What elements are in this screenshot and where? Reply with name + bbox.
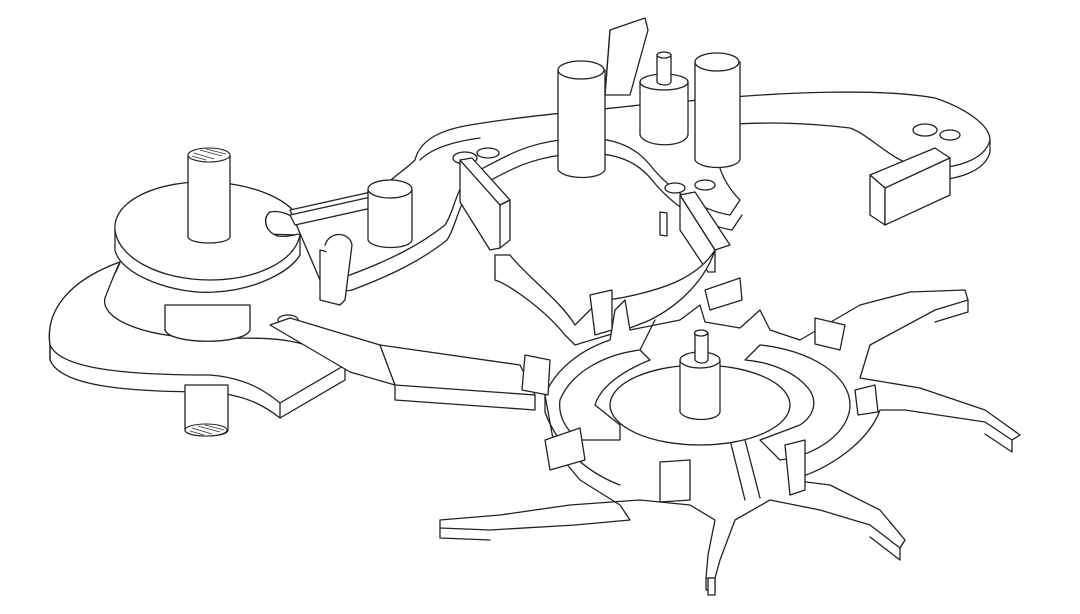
escape-wheel	[439, 289, 1021, 591]
escape-wheel-impulse-blocks	[521, 277, 879, 503]
escape-wheel-arbor	[679, 329, 721, 421]
lever-pivot-holes	[277, 123, 961, 326]
pallet-lever	[289, 91, 991, 296]
lever-arbor	[639, 51, 689, 146]
lever-guard-blade	[604, 17, 649, 96]
impulse-pallet-left	[459, 157, 511, 251]
roller-collar	[164, 304, 251, 342]
escape-wheel-lower-pin	[707, 577, 716, 596]
banking-pin-right	[694, 52, 741, 169]
banking-pin-left	[557, 60, 606, 179]
balance-wheel	[48, 261, 346, 419]
balance-staff-lower	[184, 384, 229, 437]
impulse-pallet-right	[679, 191, 731, 273]
lever-small-pin	[659, 211, 668, 237]
end-block	[869, 147, 951, 226]
intermediate-lever	[269, 317, 536, 411]
balance-staff-upper	[187, 147, 231, 244]
pallet-fork	[289, 179, 413, 306]
